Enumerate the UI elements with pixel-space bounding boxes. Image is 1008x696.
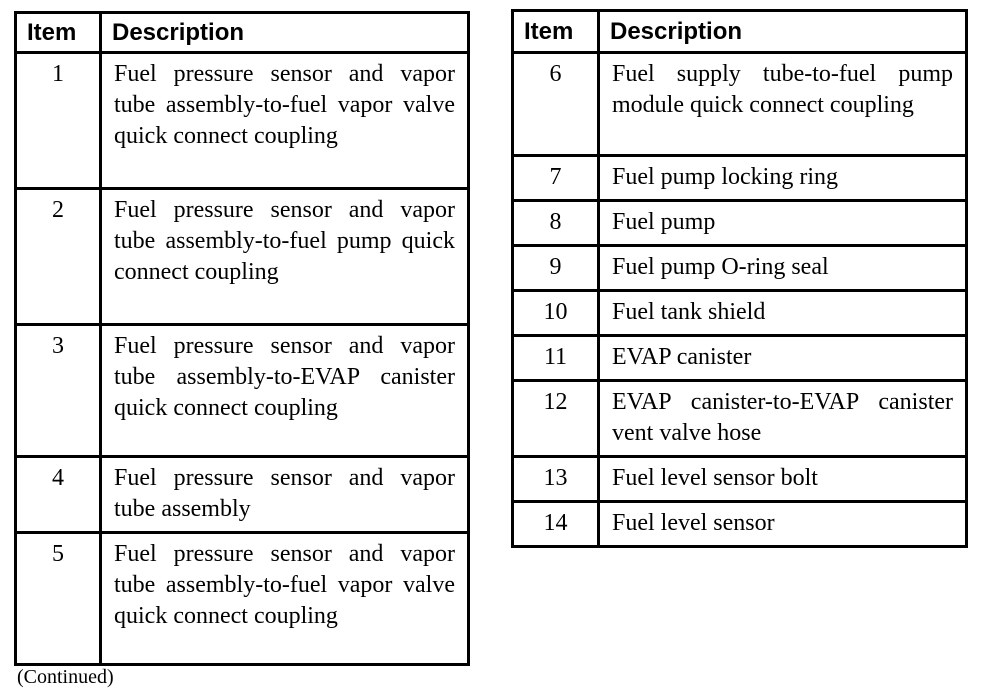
item-number: 6 [511,51,600,157]
item-number: 7 [511,154,600,202]
item-number: 11 [511,334,600,382]
item-description: Fuel pressure sensor and vapor tube asse… [99,51,470,190]
item-description: Fuel tank shield [597,289,968,337]
table-row: 3 Fuel pressure sensor and vapor tube as… [14,323,470,458]
item-description: Fuel pressure sensor and vapor tube asse… [99,531,470,666]
item-number: 8 [511,199,600,247]
item-number: 10 [511,289,600,337]
item-description: EVAP canister-to-EVAP canister vent valv… [597,379,968,458]
item-description: Fuel pump O-ring seal [597,244,968,292]
item-description: Fuel level sensor bolt [597,455,968,503]
item-column-header: Item [14,11,102,54]
item-number: 14 [511,500,600,548]
parts-table-right: Item Description 6 Fuel supply tube-to-f… [511,9,968,548]
item-number: 2 [14,187,102,326]
table-row: 8 Fuel pump [511,199,968,247]
table-row: 13 Fuel level sensor bolt [511,455,968,503]
description-column-header: Description [99,11,470,54]
item-number: 5 [14,531,102,666]
table-header-row: Item Description [14,11,470,54]
item-column-header: Item [511,9,600,54]
item-description: EVAP canister [597,334,968,382]
parts-table-left: Item Description 1 Fuel pressure sensor … [14,11,470,666]
table-row: 9 Fuel pump O-ring seal [511,244,968,292]
item-description: Fuel pump [597,199,968,247]
table-row: 14 Fuel level sensor [511,500,968,548]
item-description: Fuel supply tube-to-fuel pump module qui… [597,51,968,157]
table-row: 5 Fuel pressure sensor and vapor tube as… [14,531,470,666]
table-header-row: Item Description [511,9,968,54]
item-number: 13 [511,455,600,503]
item-description: Fuel level sensor [597,500,968,548]
table-row: 4 Fuel pressure sensor and vapor tube as… [14,455,470,534]
table-row: 11 EVAP canister [511,334,968,382]
item-description: Fuel pump locking ring [597,154,968,202]
table-row: 6 Fuel supply tube-to-fuel pump module q… [511,51,968,157]
item-description: Fuel pressure sensor and vapor tube asse… [99,187,470,326]
table-row: 12 EVAP canister-to-EVAP canister vent v… [511,379,968,458]
table-row: 2 Fuel pressure sensor and vapor tube as… [14,187,470,326]
continued-note: (Continued) [17,666,114,688]
item-number: 9 [511,244,600,292]
description-column-header: Description [597,9,968,54]
item-number: 12 [511,379,600,458]
item-number: 1 [14,51,102,190]
table-row: 1 Fuel pressure sensor and vapor tube as… [14,51,470,190]
table-row: 10 Fuel tank shield [511,289,968,337]
table-row: 7 Fuel pump locking ring [511,154,968,202]
item-number: 3 [14,323,102,458]
item-number: 4 [14,455,102,534]
item-description: Fuel pressure sensor and vapor tube asse… [99,323,470,458]
item-description: Fuel pressure sensor and vapor tube asse… [99,455,470,534]
